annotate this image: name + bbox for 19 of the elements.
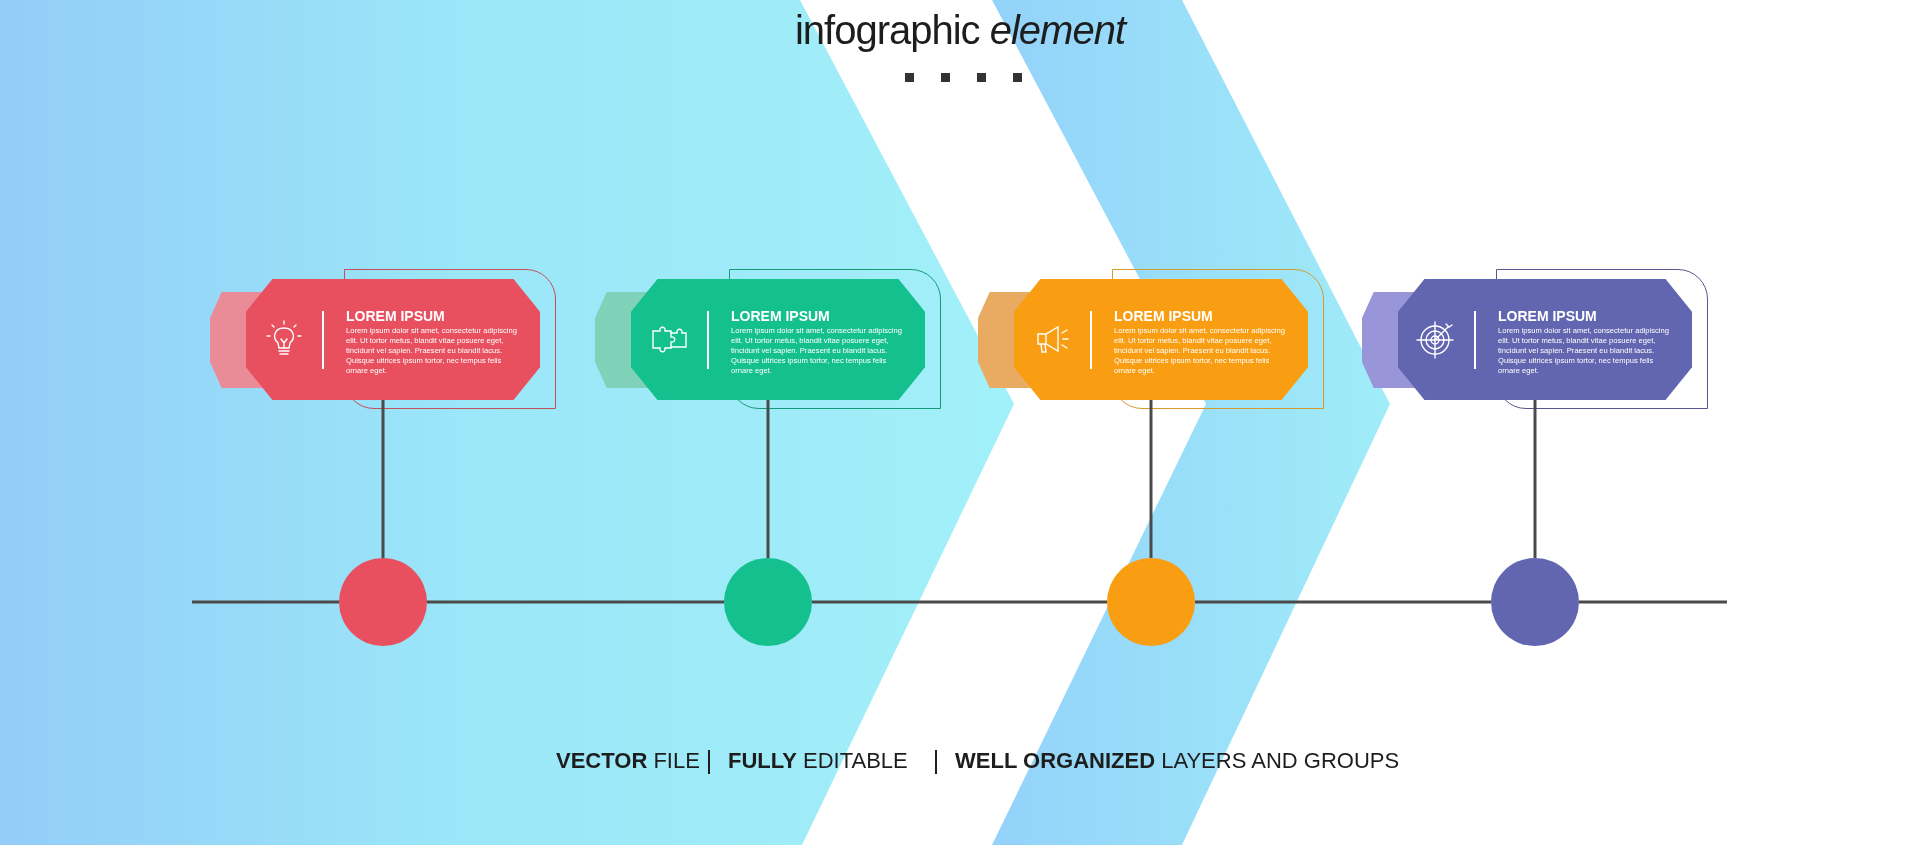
step-card — [1014, 279, 1308, 400]
card-heading: LOREM IPSUM — [1498, 308, 1598, 324]
connector-line — [381, 400, 385, 558]
step-card — [1398, 279, 1692, 400]
footer-text: VECTOR FILE — [556, 748, 700, 774]
step-card — [246, 279, 540, 400]
card-heading: LOREM IPSUM — [1114, 308, 1214, 324]
title: infographic element — [794, 8, 1126, 52]
timeline-line — [812, 600, 1107, 604]
footer-text: FULLY EDITABLE — [728, 748, 908, 774]
timeline-line — [427, 600, 724, 604]
connector-line — [766, 400, 770, 558]
connector-line — [1533, 400, 1537, 558]
card-heading: LOREM IPSUM — [731, 308, 831, 324]
connector-line — [1149, 400, 1153, 558]
footer-text: WELL ORGANIZED LAYERS AND GROUPS — [955, 748, 1400, 774]
card-heading: LOREM IPSUM — [346, 308, 446, 324]
timeline-line — [1195, 600, 1491, 604]
step-card — [631, 279, 925, 400]
